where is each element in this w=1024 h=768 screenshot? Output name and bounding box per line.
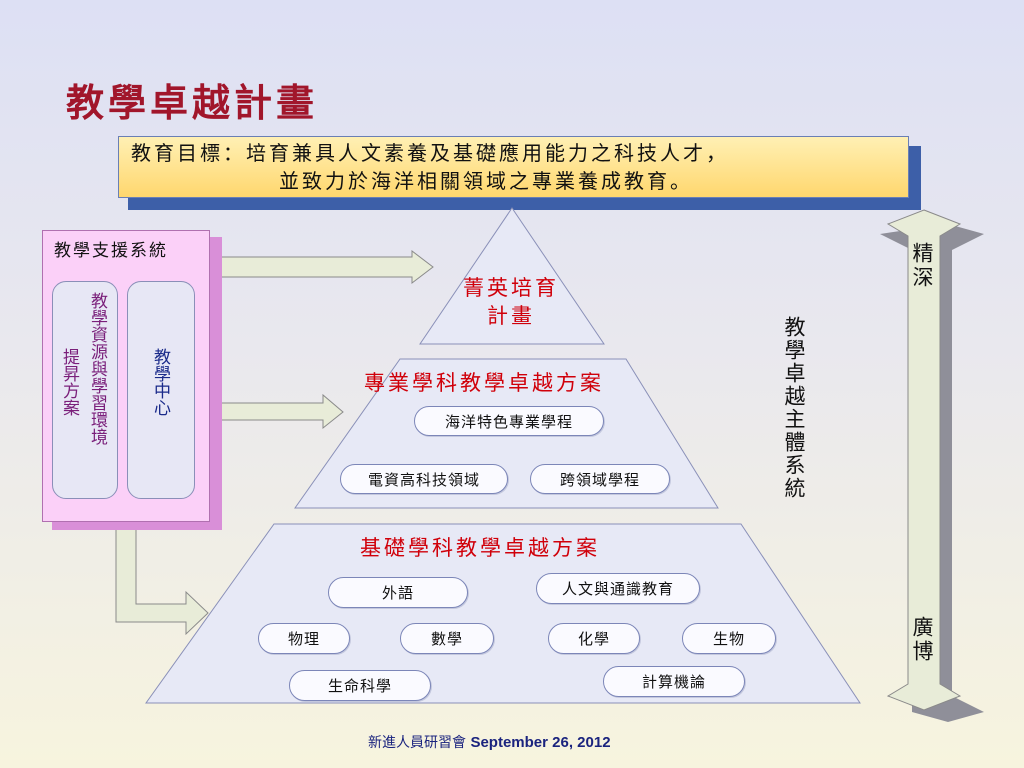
main-system-label: 教學卓越主體系統 <box>782 316 806 500</box>
middle-item-ocean-program: 海洋特色專業學程 <box>414 406 604 436</box>
teaching-center-pill: 教學中心 <box>127 281 195 499</box>
goal-line-2: 並致力於海洋相關領域之專業養成教育。 <box>279 169 693 193</box>
teaching-center-label: 教學中心 <box>150 348 170 416</box>
support-box-bottom <box>52 520 222 530</box>
base-item-biology: 生物 <box>682 623 776 654</box>
footer-event: 新進人員研習會 <box>368 735 466 751</box>
arrow-to-elite-tier <box>209 249 434 285</box>
footer-date: September 26, 2012 <box>470 734 611 751</box>
page-title: 教學卓越計畫 <box>66 80 319 125</box>
elite-program-title: 菁英培育 計畫 <box>455 274 567 330</box>
base-item-chemistry: 化學 <box>548 623 640 654</box>
goal-line-1: 教育目標：培育兼具人文素養及基礎應用能力之科技人才， <box>131 141 729 165</box>
arrow-to-basic-tier <box>115 525 209 636</box>
pyramid-top-tier <box>419 207 605 345</box>
learning-environment-label: 教學資源與學習環境 <box>87 292 107 445</box>
pyramid-base-tier <box>145 523 861 704</box>
middle-item-interdisciplinary: 跨領域學程 <box>530 464 670 494</box>
goal-box: 教育目標：培育兼具人文素養及基礎應用能力之科技人才， 並致力於海洋相關領域之專業… <box>118 136 909 198</box>
professional-excellence-title: 專業學科教學卓越方案 <box>364 371 604 395</box>
scale-bottom-label: 廣博 <box>910 616 934 664</box>
support-system-title: 教學支援系統 <box>54 241 168 261</box>
learning-resources-pill: 提昇方案 教學資源與學習環境 <box>52 281 118 499</box>
base-item-life-science: 生命科學 <box>289 670 431 701</box>
scale-top-label: 精深 <box>910 242 934 290</box>
elite-program-line-1: 菁英培育 <box>463 276 559 300</box>
base-item-physics: 物理 <box>258 623 350 654</box>
support-box-side <box>208 237 222 529</box>
base-item-foreign-language: 外語 <box>328 577 468 608</box>
base-item-humanities: 人文與通識教育 <box>536 573 700 604</box>
elite-program-line-2: 計畫 <box>487 304 535 328</box>
arrow-to-professional-tier <box>209 393 344 430</box>
footer: 新進人員研習會 September 26, 2012 <box>368 732 611 752</box>
basic-excellence-title: 基礎學科教學卓越方案 <box>360 536 600 560</box>
base-item-math: 數學 <box>400 623 494 654</box>
improvement-plan-label: 提昇方案 <box>59 348 79 416</box>
middle-item-eecs-field: 電資高科技領域 <box>340 464 508 494</box>
depth-breadth-scale-arrow <box>886 209 962 711</box>
base-item-computing: 計算機論 <box>603 666 745 697</box>
